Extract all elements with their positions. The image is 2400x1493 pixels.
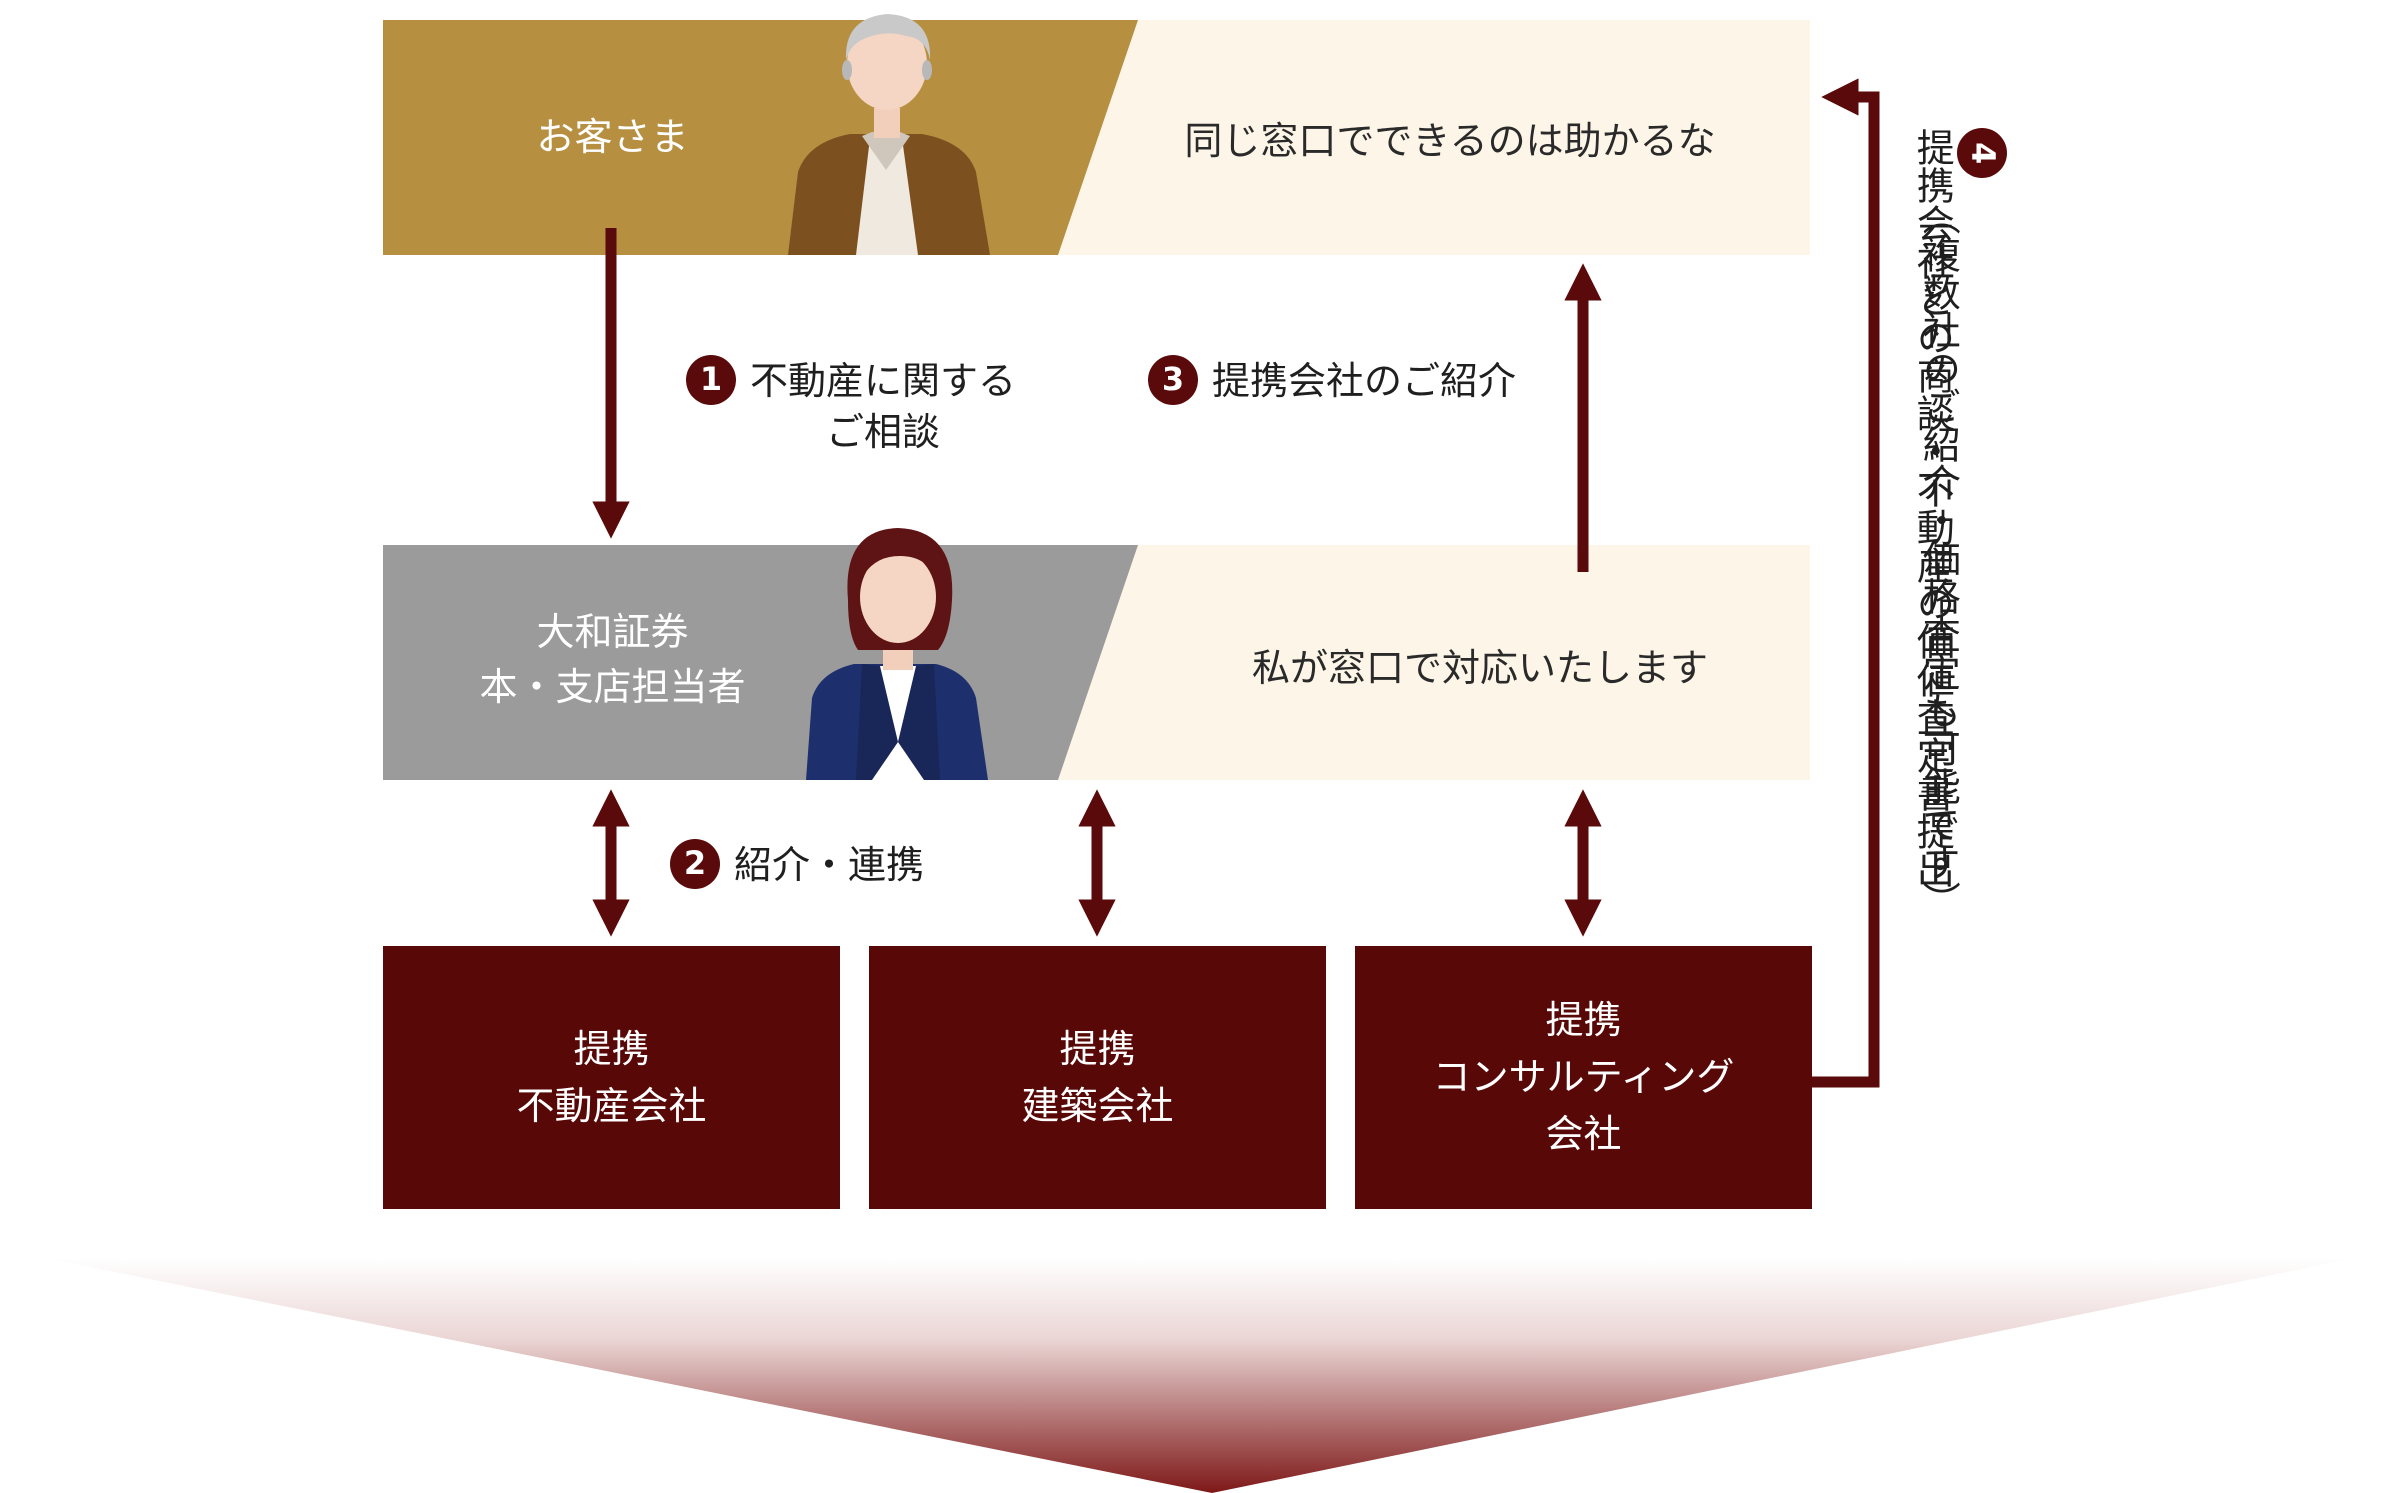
step-2-text: 紹介・連携 xyxy=(734,843,925,887)
step-2-number: 2 xyxy=(670,839,720,889)
customer-speech: 同じ窓口でできるのは助かるな xyxy=(1184,119,1716,163)
customer-person-icon xyxy=(788,14,990,255)
staff-label-line1: 大和証券 xyxy=(536,610,689,654)
step-2: 2 紹介・連携 xyxy=(670,839,925,891)
staff-label: 大和証券 本・支店担当者 xyxy=(440,605,785,715)
partner-consulting-line1: 提携 xyxy=(1545,998,1622,1042)
step-4-note: （複数社のご紹介・価格査定も可能です） xyxy=(1916,197,1961,919)
step-3: 3 提携会社のご紹介 xyxy=(1148,355,1517,407)
customer-label: お客さま xyxy=(536,115,689,159)
step-4-number: 4 xyxy=(1957,128,2008,178)
partner-consulting-line3: 会社 xyxy=(1545,1112,1622,1156)
staff-label-line2: 本・支店担当者 xyxy=(479,665,746,710)
partner-real-estate-line2: 不動産会社 xyxy=(516,1083,707,1128)
customer-speech-panel xyxy=(1050,20,1810,255)
step-1-number: 1 xyxy=(686,355,736,405)
partner-box-bg-construction xyxy=(869,946,1326,1209)
partner-construction: 提携 建築会社 xyxy=(869,946,1326,1209)
step-1-line1: 不動産に関する xyxy=(750,359,1017,403)
staff-person-icon xyxy=(806,528,988,780)
staff-speech: 私が窓口で対応いたします xyxy=(1251,646,1708,690)
arrow-step4-return xyxy=(1812,78,1880,1088)
partner-real-estate-line1: 提携 xyxy=(573,1026,650,1071)
partner-construction-line2: 建築会社 xyxy=(1021,1083,1174,1128)
step-3-number: 3 xyxy=(1148,355,1198,405)
step-3-text: 提携会社のご紹介 xyxy=(1212,359,1517,403)
partner-consulting: 提携 コンサルティング 会社 xyxy=(1355,946,1812,1209)
step-1-line2: ご相談 xyxy=(826,410,941,455)
step-4-line1: 提携会社との商談・不動産の価値査定書提出 xyxy=(1910,128,1955,888)
partner-construction-line1: 提携 xyxy=(1059,1026,1136,1071)
partner-real-estate: 提携 不動産会社 xyxy=(383,946,840,1209)
partner-box-bg-consulting xyxy=(1355,946,1812,1209)
step-1: 1 不動産に関する ご相談 xyxy=(686,355,1017,459)
partner-box-bg-real-estate xyxy=(383,946,840,1209)
big-down-arrow xyxy=(45,1258,2355,1493)
partner-consulting-line2: コンサルティング xyxy=(1432,1055,1735,1099)
staff-speech-panel xyxy=(1050,545,1810,780)
